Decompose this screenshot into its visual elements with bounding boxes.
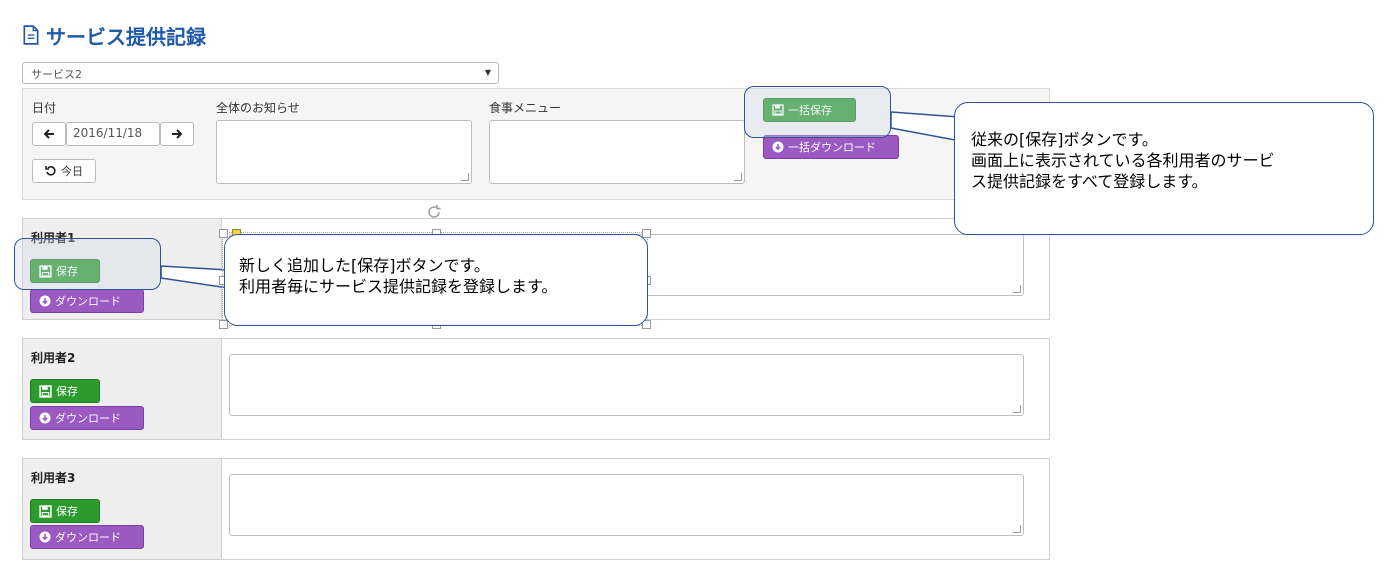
user-sidebar: 利用者2 保存 ダウンロード <box>23 339 222 439</box>
download-label: ダウンロード <box>55 531 121 544</box>
callout-line: ス提供記録をすべて登録します。 <box>971 172 1208 191</box>
floppy-disk-icon <box>39 264 52 278</box>
today-label: 今日 <box>61 165 83 178</box>
callout-line: 画面上に表示されている各利用者のサービ <box>971 151 1275 170</box>
download-circle-icon <box>39 531 51 543</box>
user-name: 利用者3 <box>31 471 76 485</box>
resize-handle[interactable] <box>642 320 651 329</box>
save-label: 保存 <box>56 505 78 518</box>
save-button-user-1[interactable]: 保存 <box>30 259 100 283</box>
single-save-callout: 新しく追加した[保存]ボタンです。 利用者毎にサービス提供記録を登録します。 <box>224 234 648 326</box>
save-label: 保存 <box>56 265 78 278</box>
save-button-user-2[interactable]: 保存 <box>30 379 100 403</box>
download-circle-icon <box>39 295 51 307</box>
resize-grip-icon[interactable] <box>734 173 742 181</box>
notice-textarea[interactable] <box>216 120 472 184</box>
user-row-2: 利用者2 保存 ダウンロード <box>22 338 1050 440</box>
save-label: 保存 <box>56 385 78 398</box>
floppy-disk-icon <box>39 504 52 518</box>
bulk-download-button[interactable]: 一括ダウンロード <box>763 135 899 159</box>
callout-line: 利用者毎にサービス提供記録を登録します。 <box>239 277 558 296</box>
save-highlight <box>14 238 161 290</box>
download-circle-icon <box>39 412 51 424</box>
download-button-user-2[interactable]: ダウンロード <box>30 406 144 430</box>
user-record-textarea[interactable] <box>229 474 1024 536</box>
notice-label: 全体のお知らせ <box>216 101 300 115</box>
date-input[interactable]: 2016/11/18 <box>66 122 160 146</box>
resize-handle[interactable] <box>642 229 651 238</box>
daily-info-panel: 日付 2016/11/18 今日 全体のお知らせ 食事メニュー 一括保存 一括ダ… <box>22 88 1050 200</box>
rotate-handle-icon[interactable] <box>425 203 443 221</box>
user-name: 利用者2 <box>31 351 76 365</box>
resize-grip-icon[interactable] <box>1013 405 1021 413</box>
arrow-right-icon <box>172 129 183 139</box>
resize-handle[interactable] <box>219 320 228 329</box>
resize-grip-icon[interactable] <box>1013 285 1021 293</box>
user-record-textarea[interactable] <box>229 354 1024 416</box>
save-button-user-3[interactable]: 保存 <box>30 499 100 523</box>
meal-textarea[interactable] <box>489 120 745 184</box>
download-button-user-3[interactable]: ダウンロード <box>30 525 144 549</box>
document-icon <box>23 25 39 45</box>
user-row-3: 利用者3 保存 ダウンロード <box>22 458 1050 560</box>
bulk-save-button[interactable]: 一括保存 <box>763 98 856 122</box>
service-select-value: サービス2 <box>31 68 82 81</box>
next-day-button[interactable] <box>160 122 194 146</box>
today-button[interactable]: 今日 <box>32 159 96 183</box>
download-label: ダウンロード <box>55 295 121 308</box>
bulk-save-highlight <box>744 86 891 138</box>
page-title: サービス提供記録 <box>22 20 206 50</box>
callout-line: 新しく追加した[保存]ボタンです。 <box>239 256 490 275</box>
resize-handle[interactable] <box>219 229 228 238</box>
bulk-save-callout: 従来の[保存]ボタンです。 画面上に表示されている各利用者のサービ ス提供記録を… <box>954 102 1374 235</box>
download-button-user-1[interactable]: ダウンロード <box>30 289 144 313</box>
prev-day-button[interactable] <box>32 122 66 146</box>
floppy-disk-icon <box>772 104 784 116</box>
date-label: 日付 <box>32 101 57 115</box>
page-title-text: サービス提供記録 <box>46 24 206 49</box>
resize-grip-icon[interactable] <box>461 173 469 181</box>
download-circle-icon <box>772 141 784 153</box>
caret-down-icon: ▼ <box>484 68 491 77</box>
bulk-download-label: 一括ダウンロード <box>788 141 876 154</box>
download-label: ダウンロード <box>55 412 121 425</box>
arrow-left-icon <box>43 129 54 139</box>
meal-label: 食事メニュー <box>489 101 562 115</box>
resize-grip-icon[interactable] <box>1013 525 1021 533</box>
bulk-save-label: 一括保存 <box>788 104 832 117</box>
floppy-disk-icon <box>39 384 52 398</box>
refresh-icon <box>45 166 56 176</box>
callout-line: 従来の[保存]ボタンです。 <box>971 130 1158 149</box>
service-select[interactable]: サービス2 ▼ <box>22 62 499 84</box>
user-sidebar: 利用者3 保存 ダウンロード <box>23 459 222 559</box>
